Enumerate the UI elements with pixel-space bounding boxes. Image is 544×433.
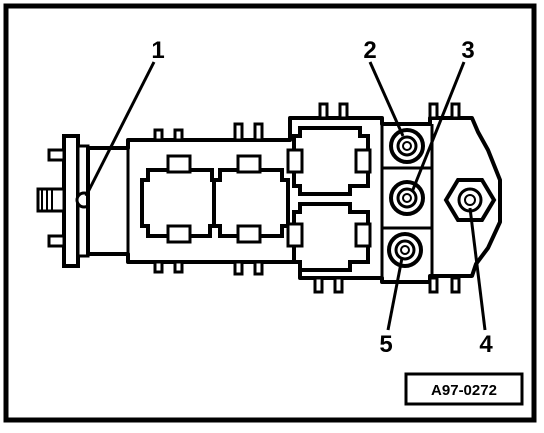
- diagram-border: [3, 3, 537, 423]
- callout-4: 4: [479, 331, 493, 358]
- callout-1: 1: [151, 37, 164, 64]
- relay-block-4: [286, 202, 372, 272]
- reference-code: A97-0272: [431, 382, 497, 399]
- bottom-clips: [153, 260, 461, 294]
- top-clips: [153, 102, 461, 142]
- reference-code-box: A97-0272: [404, 372, 524, 406]
- terminal-nut-3: [389, 180, 425, 216]
- callout-5: 5: [379, 331, 392, 358]
- leader-line-5: [386, 257, 404, 331]
- callout-2: 2: [363, 37, 376, 64]
- relay-block-3: [286, 126, 372, 196]
- leader-line-4: [468, 207, 487, 331]
- leader-line-2: [368, 61, 405, 137]
- mounting-plate: [36, 134, 93, 268]
- mounting-bolt: [36, 187, 93, 213]
- relay-block-1: [140, 154, 220, 244]
- leader-lines: [84, 61, 487, 331]
- terminal-nut-5: [387, 232, 423, 268]
- callout-labels: 1 2 3 4 5: [151, 37, 493, 358]
- relay-block-2: [212, 154, 290, 244]
- callout-3: 3: [461, 37, 474, 64]
- terminal-nut-2: [389, 128, 425, 164]
- leader-line-1: [84, 61, 156, 197]
- leader-line-3: [410, 61, 466, 193]
